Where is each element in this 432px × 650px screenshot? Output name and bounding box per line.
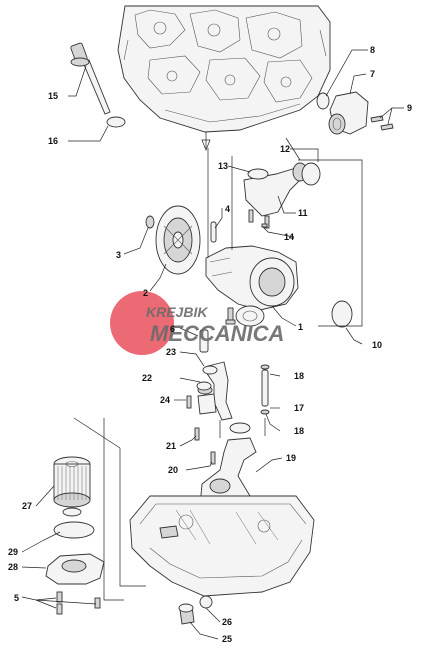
callout-8: 8 xyxy=(370,45,375,55)
pump-drive-gear xyxy=(155,205,201,275)
filter-cover-bolts xyxy=(56,591,101,615)
callout-25: 25 xyxy=(222,634,232,644)
watermark: KREJBIK MECCANICA xyxy=(110,291,284,355)
watermark-line1: KREJBIK xyxy=(146,304,208,320)
callout-21: 21 xyxy=(166,441,176,451)
outlet-o-ring-large xyxy=(301,162,321,186)
callout-27: 27 xyxy=(22,501,32,511)
thermostat-housing xyxy=(328,91,369,135)
callout-leaders xyxy=(21,49,404,640)
filter-cover-o-ring xyxy=(53,521,95,539)
outlet-o-ring-small xyxy=(247,168,269,180)
oil-sump xyxy=(129,495,315,597)
callout-13: 13 xyxy=(218,161,228,171)
callout-5: 5 xyxy=(14,593,19,603)
callout-9: 9 xyxy=(407,103,412,113)
callout-6: 6 xyxy=(170,324,175,334)
drain-plug xyxy=(178,603,195,625)
callout-22: 22 xyxy=(142,373,152,383)
oil-dipstick xyxy=(70,42,111,115)
filter-spring xyxy=(62,507,82,517)
callout-15: 15 xyxy=(48,91,58,101)
callout-18-upper: 18 xyxy=(294,371,304,381)
watermark-line2: MECCANICA xyxy=(150,321,284,346)
pump-bolt xyxy=(225,307,236,325)
drain-plug-washer xyxy=(199,595,213,609)
crankcase xyxy=(117,5,331,133)
dipstick-o-ring xyxy=(106,116,126,128)
callout-29: 29 xyxy=(8,547,18,557)
thermostat-o-ring xyxy=(316,92,330,110)
callout-18-lower: 18 xyxy=(294,426,304,436)
outlet-bolts xyxy=(248,209,270,229)
callout-11: 11 xyxy=(298,208,308,218)
strainer-bolt xyxy=(210,451,216,465)
oil-transfer-pipe xyxy=(197,329,233,421)
callout-labels: 1 2 3 4 5 6 7 8 9 10 11 12 13 14 15 16 1… xyxy=(8,45,412,644)
callout-2: 2 xyxy=(143,288,148,298)
filter-cover xyxy=(45,553,105,585)
relief-valve-ring-upper xyxy=(260,364,270,370)
callout-20: 20 xyxy=(168,465,178,475)
callout-24: 24 xyxy=(160,395,170,405)
callout-4: 4 xyxy=(225,204,230,214)
callout-12: 12 xyxy=(280,144,290,154)
assembly-guide-lines xyxy=(73,132,363,601)
dowel-pin xyxy=(210,221,217,243)
gear-washer xyxy=(145,215,155,229)
oil-filter xyxy=(53,456,91,508)
pump-o-ring xyxy=(331,300,353,328)
callout-23: 23 xyxy=(166,347,176,357)
callout-3: 3 xyxy=(116,250,121,260)
callout-28: 28 xyxy=(8,562,18,572)
callout-14: 14 xyxy=(284,232,294,242)
relief-valve xyxy=(261,369,269,407)
callout-10: 10 xyxy=(372,340,382,350)
callout-16: 16 xyxy=(48,136,58,146)
callout-26: 26 xyxy=(222,617,232,627)
strainer-o-ring xyxy=(229,422,251,434)
watermark-logo-circle xyxy=(110,291,174,355)
thermostat-bolts xyxy=(370,115,394,131)
callout-17: 17 xyxy=(294,403,304,413)
pump-assembly xyxy=(205,245,299,327)
relief-valve-ring-lower xyxy=(260,409,270,415)
callout-1: 1 xyxy=(298,322,303,332)
pipe-o-ring xyxy=(196,381,212,391)
pipe-bolts xyxy=(186,395,200,441)
callout-19: 19 xyxy=(286,453,296,463)
callout-7: 7 xyxy=(370,69,375,79)
